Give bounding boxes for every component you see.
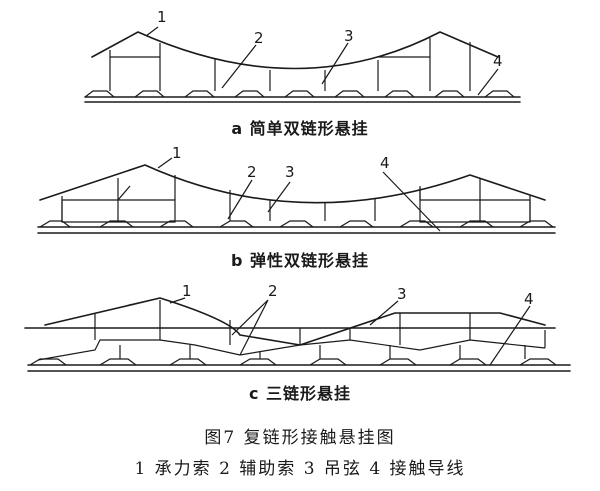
droppers-b [61, 175, 531, 222]
messenger-wire-c [44, 297, 546, 346]
callout-leaders-b [157, 157, 441, 232]
panel-c-diagram: 1 2 3 4 [24, 282, 571, 372]
panel-c-caption: c 三链形悬挂 [248, 384, 352, 403]
callout-a-2: 2 [254, 29, 264, 47]
callout-c-3: 3 [397, 285, 407, 303]
callout-a-1: 1 [157, 8, 167, 26]
callout-leaders-a [145, 26, 499, 96]
callout-c-4: 4 [524, 290, 534, 308]
panel-a-diagram: 1 2 3 4 [84, 8, 521, 103]
messenger-wire-a [91, 31, 499, 70]
callout-a-3: 3 [344, 27, 354, 45]
callout-leaders-c [169, 297, 531, 366]
auxiliary-stitch-c [29, 358, 557, 366]
callout-a-4: 4 [493, 52, 503, 70]
auxiliary-wire-b [39, 220, 554, 228]
panel-a-caption: a 简单双链形悬挂 [231, 119, 369, 138]
droppers-a [109, 38, 471, 91]
callout-b-3: 3 [285, 163, 295, 181]
droppers-c [94, 300, 546, 359]
figure-legend: 1 承力索 2 辅助索 3 吊弦 4 接触导线 [134, 459, 466, 479]
auxiliary-wire-a [84, 90, 515, 98]
callout-b-2: 2 [247, 163, 257, 181]
callout-c-2: 2 [268, 282, 278, 300]
elastic-stitch-b-right [419, 186, 531, 223]
callout-b-1: 1 [172, 144, 182, 162]
callout-b-4: 4 [380, 154, 390, 172]
figure-title: 图7 复链形接触悬挂图 [204, 428, 396, 448]
panel-b-diagram: 1 2 3 4 [37, 144, 556, 234]
callout-c-1: 1 [182, 282, 192, 300]
panel-b-caption: b 弹性双链形悬挂 [230, 251, 370, 270]
